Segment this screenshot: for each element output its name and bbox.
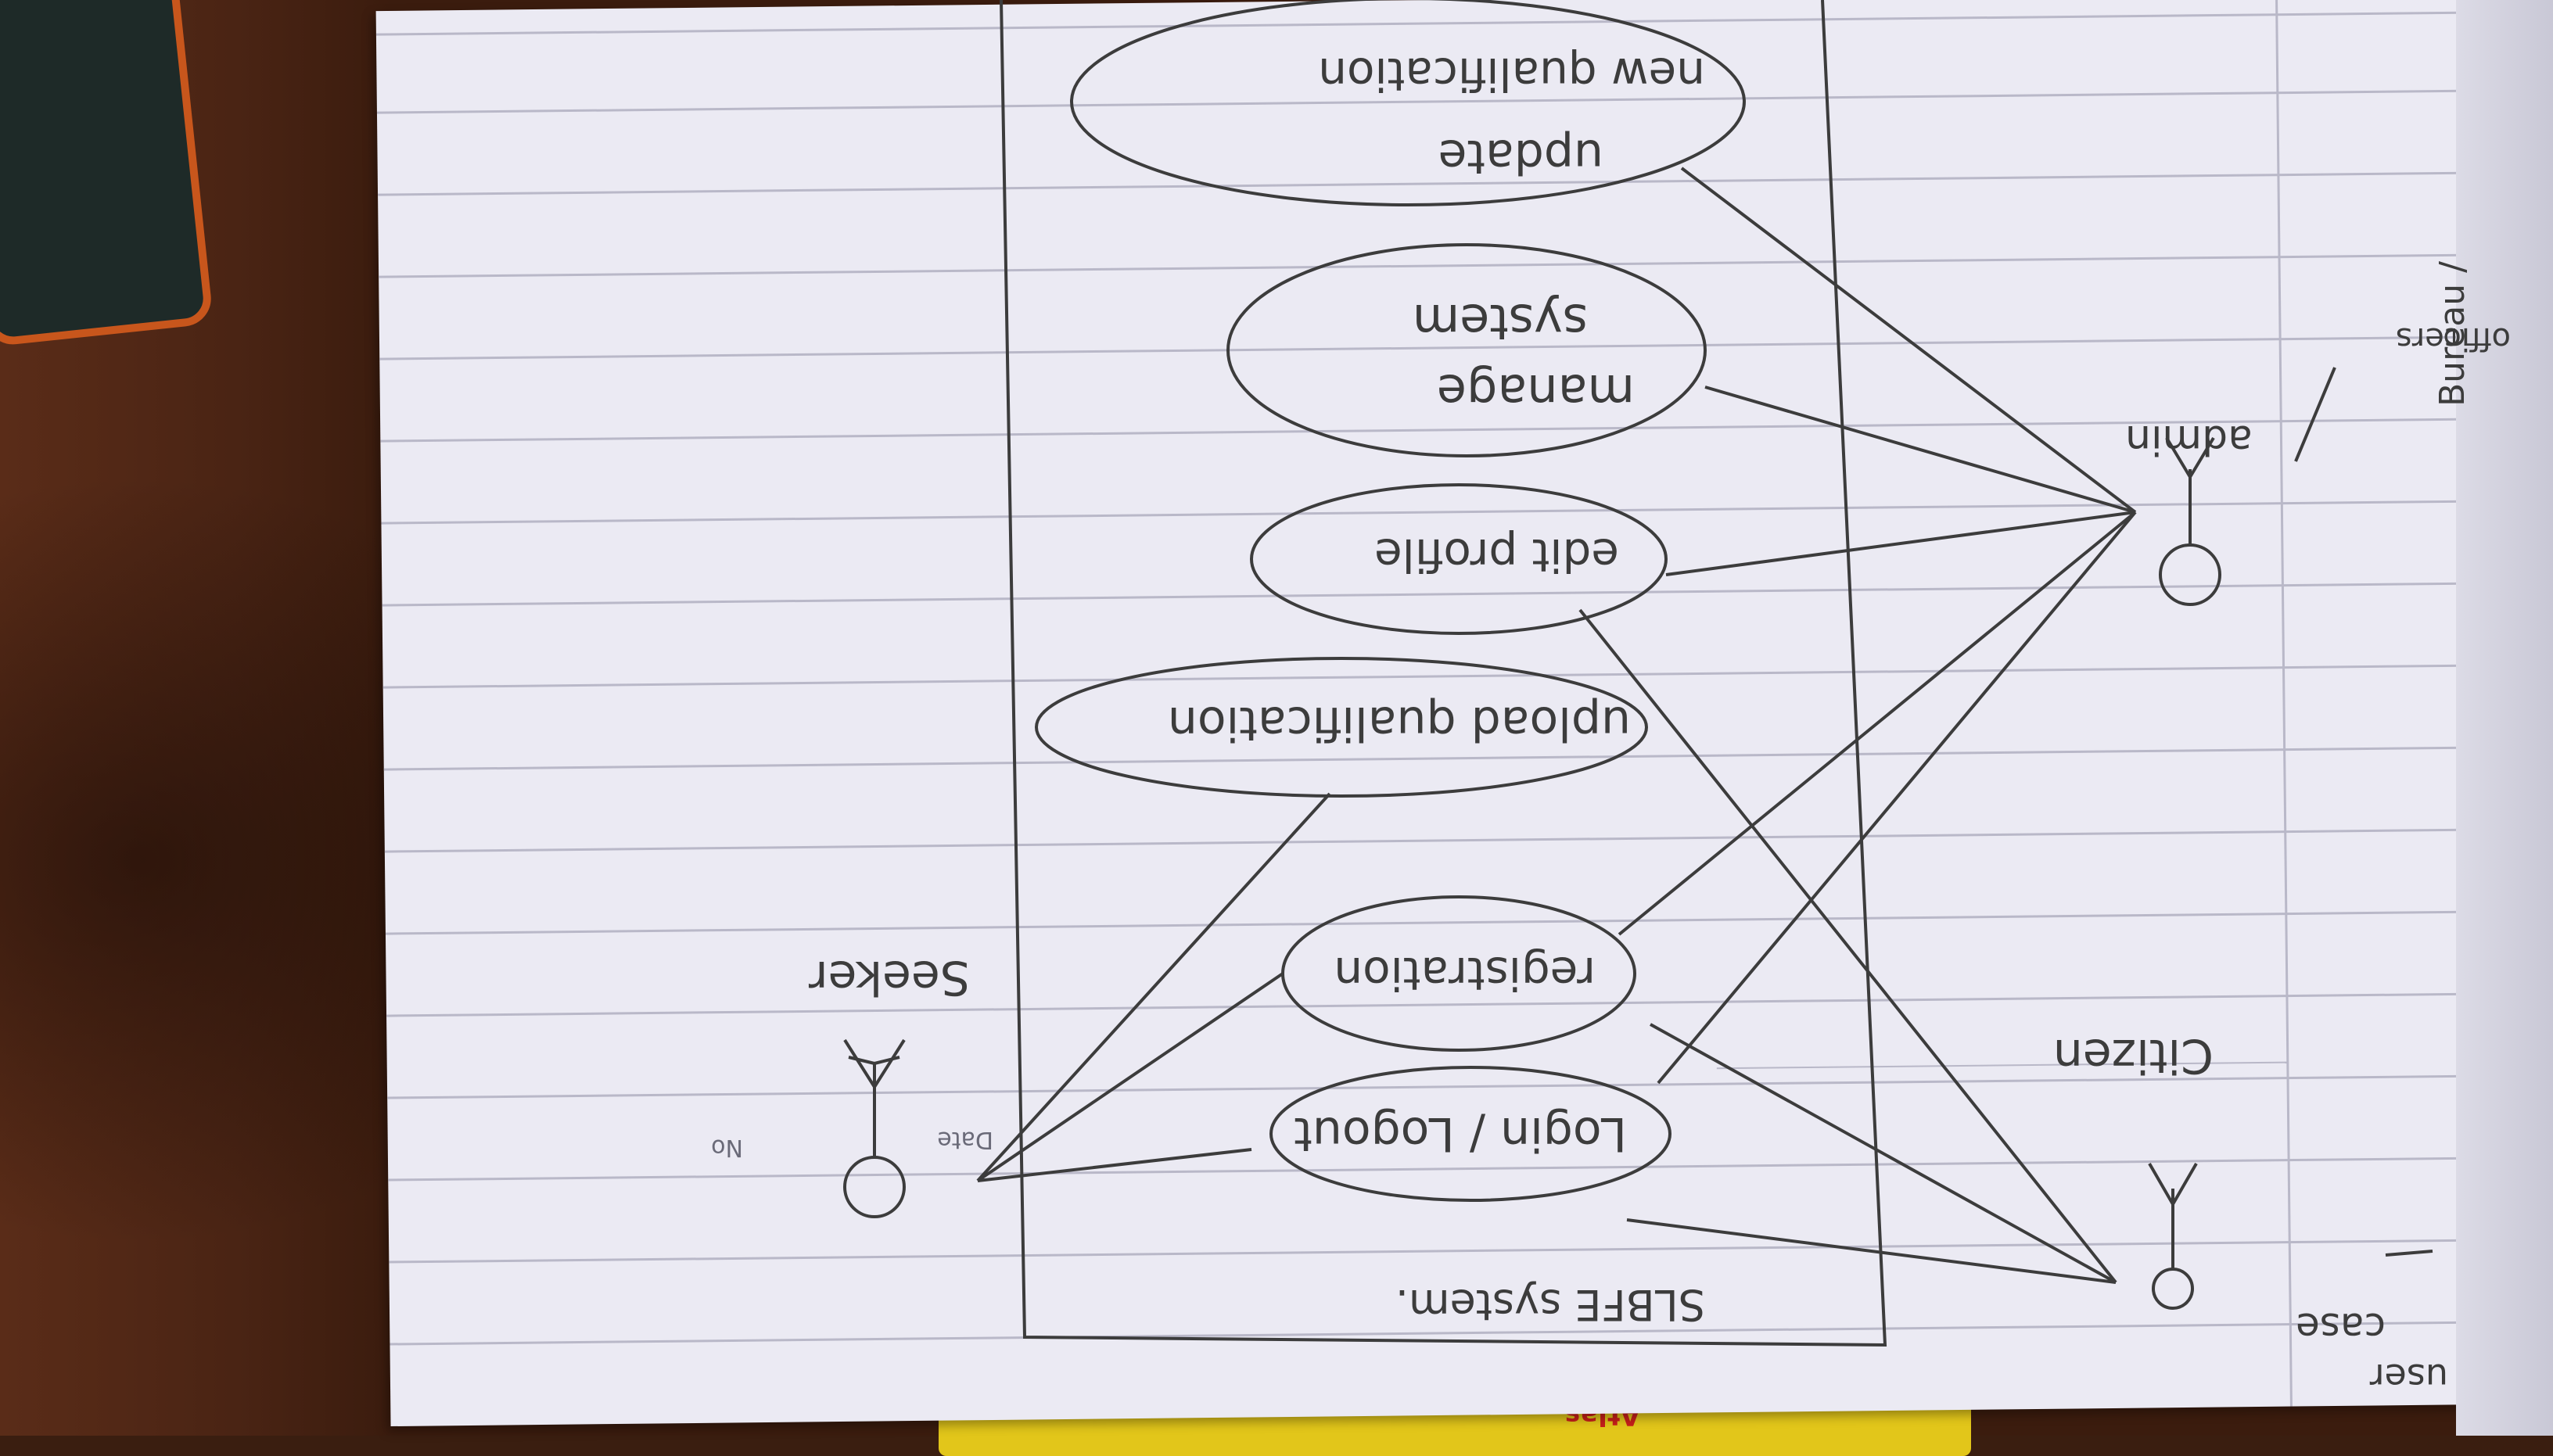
usecase-registration: registration (1334, 947, 1596, 1000)
usecase-manage-line2: system (1413, 293, 1588, 350)
usecase-ellipse-upload (1035, 657, 1648, 798)
usecase-update-line2: new qualification (1318, 48, 1705, 101)
actor-citizen-label: Citizen (2053, 1028, 2214, 1083)
usecase-ellipse-edit-profile (1250, 483, 1668, 635)
date-label: Date (937, 1126, 993, 1153)
title-line1: user (2370, 1356, 2448, 1398)
actor-citizen-figure (843, 1038, 906, 1218)
actor-seeker-label: Seeker (809, 950, 970, 1005)
actor-bureau-figure (2159, 436, 2221, 606)
usecase-ellipse-login (1269, 1066, 1671, 1202)
actor-bureau-line3: officers (2396, 321, 2511, 357)
notebook-page (375, 0, 2495, 1427)
title-line2: case (2296, 1304, 2386, 1350)
usecase-manage-line1: manage (1437, 364, 1635, 421)
system-name: SLBFE system. (1395, 1280, 1705, 1329)
actor-bureau-line1: Bureau / (2433, 261, 2472, 407)
usecase-ellipse-manage (1226, 243, 1707, 457)
usecase-ellipse-update (1070, 0, 1746, 206)
usecase-update-line1: update (1438, 129, 1603, 184)
system-boundary (1000, 0, 1887, 1347)
actor-bureau-line2: admin (2125, 416, 2253, 463)
no-label: No (711, 1134, 743, 1161)
page-edge (2456, 0, 2553, 1436)
usecase-upload-qualification: upload qualification (1168, 696, 1631, 751)
actor-bottom-figure (2148, 1163, 2198, 1310)
usecase-edit-profile: edit profile (1374, 529, 1619, 582)
usecase-login-logout: Login / Logout (1294, 1106, 1627, 1161)
ruled-lines (375, 0, 2494, 1407)
